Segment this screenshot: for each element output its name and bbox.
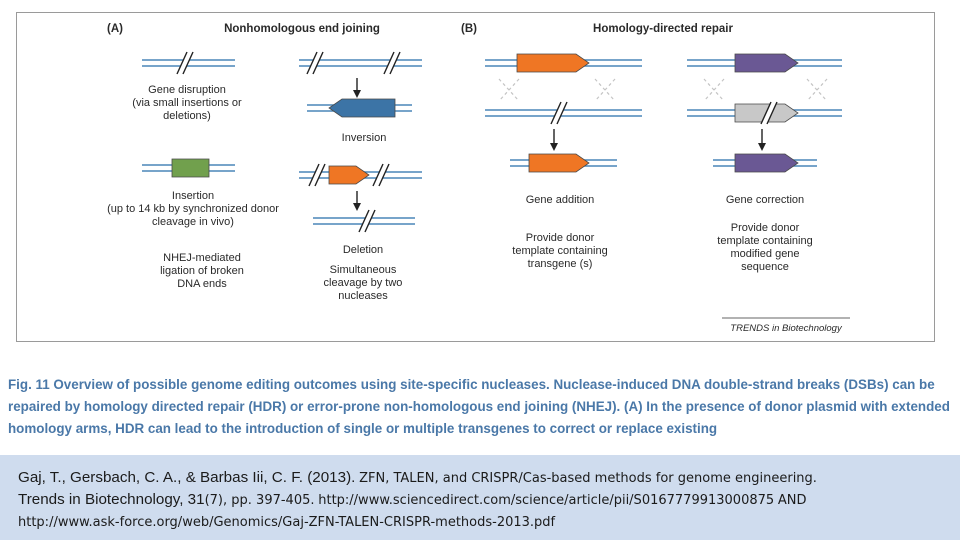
- simultaneous-cleavage-note-line-1: Simultaneous: [330, 264, 397, 276]
- gene-disruption-label-line-1: Gene disruption: [148, 84, 226, 96]
- addition-crossover-right-b: [594, 78, 616, 102]
- addition-donor-transgene: [516, 53, 590, 73]
- citation-and: AND: [777, 493, 807, 508]
- insertion-gene: [171, 158, 210, 178]
- correction-donor-gene: [734, 53, 799, 73]
- correction-target-cut-mark-b: [766, 101, 778, 125]
- panel-a-target-cut-mark-b: [182, 51, 194, 75]
- panel-a-letter: (A): [107, 23, 123, 35]
- citation-block: Gaj, T., Gersbach, C. A., & Barbas Iii, …: [0, 455, 960, 540]
- correction-crossover-left-b: [703, 78, 725, 102]
- correction-target-cut-gap: [761, 100, 777, 126]
- addition-note-line-1: Provide donor: [526, 232, 595, 244]
- insertion-label-line-1: Insertion: [172, 190, 214, 202]
- inversion-gene: [328, 98, 396, 118]
- citation-link-sciencedirect[interactable]: http://www.sciencedirect.com/science/art…: [318, 493, 775, 508]
- correction-arrow-head: [758, 143, 766, 151]
- deletion-cut-right-mark-a: [372, 163, 384, 187]
- citation-journal: Trends in Biotechnology, 31: [18, 491, 205, 508]
- deletion-removed-gene: [328, 165, 370, 185]
- simultaneous-cleavage-note-line-3: nucleases: [338, 290, 388, 302]
- deletion-arrow-head: [353, 203, 361, 211]
- deletion-cut-left-mark-a: [308, 163, 320, 187]
- inversion-arrow-head: [353, 90, 361, 98]
- addition-target-cut-mark-b: [556, 101, 568, 125]
- insertion-label-line-3: cleavage in vivo): [152, 216, 234, 228]
- correction-note-line-2: template containing: [717, 235, 812, 247]
- gene-disruption-label-line-2: (via small insertions or: [132, 97, 242, 109]
- addition-target-cut-gap: [551, 100, 567, 126]
- gene-addition-label: Gene addition: [526, 194, 595, 206]
- correction-target-cut-mark-a: [760, 101, 772, 125]
- inversion-label: Inversion: [342, 132, 387, 144]
- deletion-cut-right-gap: [373, 162, 389, 188]
- correction-note-line-3: modified gene: [730, 248, 799, 260]
- panel-a-title: Nonhomologous end joining: [224, 23, 380, 35]
- panel-a-target-cut-gap: [177, 50, 193, 76]
- addition-note-line-2: template containing: [512, 245, 607, 257]
- gene-correction-label: Gene correction: [726, 194, 804, 206]
- addition-target-cut-mark-a: [550, 101, 562, 125]
- deletion-cut-left-mark-b: [314, 163, 326, 187]
- nhej-note-line-2: ligation of broken: [160, 265, 244, 277]
- panel-b-letter: (B): [461, 23, 477, 35]
- panel-a-target-cut-mark-a: [176, 51, 188, 75]
- citation-issue: (7), pp. 397-405.: [204, 493, 315, 508]
- addition-note-line-3: transgene (s): [528, 258, 593, 270]
- deletion-label: Deletion: [343, 244, 383, 256]
- citation-title: ZFN, TALEN, and CRISPR/Cas-based methods…: [359, 471, 817, 486]
- gene-disruption-label-line-3: deletions): [163, 110, 211, 122]
- citation-authors: Gaj, T., Gersbach, C. A., & Barbas Iii, …: [18, 469, 356, 486]
- panel-b-title: Homology-directed repair: [593, 23, 733, 35]
- correction-note-line-1: Provide donor: [731, 222, 800, 234]
- inversion-cut-right-mark-a: [383, 51, 395, 75]
- addition-product-transgene: [528, 153, 590, 173]
- correction-note-line-4: sequence: [741, 261, 789, 273]
- correction-product-gene: [734, 153, 799, 173]
- citation-link-askforce[interactable]: http://www.ask-force.org/web/Genomics/Ga…: [18, 515, 556, 530]
- inversion-cut-right-mark-b: [389, 51, 401, 75]
- deletion-product-junction-mark-b: [364, 209, 376, 233]
- deletion-product-junction-gap: [359, 208, 375, 234]
- deletion-cut-left-gap: [309, 162, 325, 188]
- nhej-note-line-3: DNA ends: [177, 278, 227, 290]
- inversion-cut-right-gap: [384, 50, 400, 76]
- inversion-cut-left-mark-b: [312, 51, 324, 75]
- nhej-note-line-1: NHEJ-mediated: [163, 252, 241, 264]
- inversion-cut-left-mark-a: [306, 51, 318, 75]
- inversion-cut-left-gap: [307, 50, 323, 76]
- insertion-label-line-2: (up to 14 kb by synchronized donor: [107, 203, 279, 215]
- addition-crossover-left-b: [498, 78, 520, 102]
- deletion-cut-right-mark-b: [378, 163, 390, 187]
- figure-caption: Fig. 11 Overview of possible genome edit…: [8, 377, 950, 436]
- addition-arrow-head: [550, 143, 558, 151]
- deletion-product-junction-mark-a: [358, 209, 370, 233]
- trends-credit: TRENDS in Biotechnology: [730, 323, 843, 334]
- simultaneous-cleavage-note-line-2: cleavage by two: [324, 277, 403, 289]
- correction-crossover-right-b: [806, 78, 828, 102]
